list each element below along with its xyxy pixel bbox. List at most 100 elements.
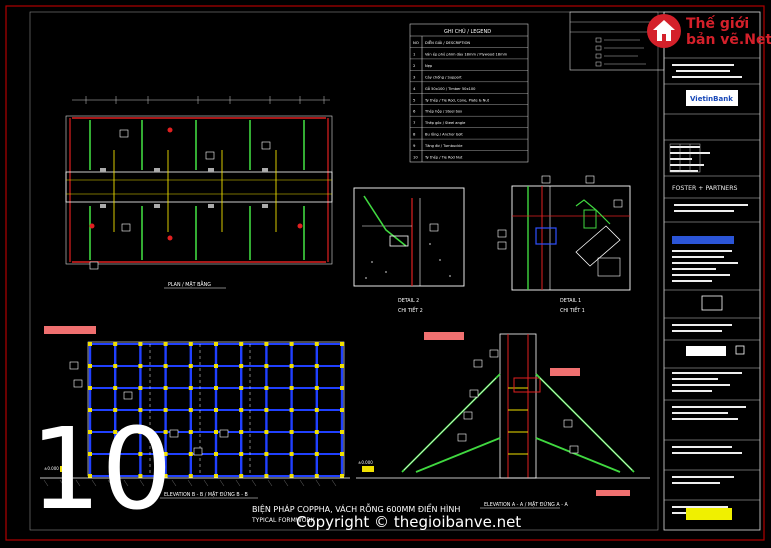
sheet-number: 10	[30, 405, 173, 535]
tie-point	[214, 430, 218, 434]
detail-2-title: DETAIL 2	[398, 298, 419, 304]
legend-row-number: NO	[413, 40, 419, 45]
tie-point	[214, 364, 218, 368]
tie-point	[138, 452, 143, 456]
tie-point	[289, 474, 294, 478]
tie-point	[314, 386, 319, 390]
tie-point	[113, 452, 118, 456]
tie-point	[264, 430, 269, 434]
tie-point	[113, 342, 118, 346]
tie-point	[289, 408, 294, 412]
legend-row-description: Tăng đơ / Turnbuckle	[424, 144, 463, 148]
legend-row-number: 1	[413, 51, 416, 56]
detail-1-title: DETAIL 1	[560, 298, 581, 304]
plan-title: PLAN / MẶT BẰNG	[168, 280, 211, 288]
legend-row-description: Thép góc / Steel angle	[424, 121, 466, 125]
tie-point	[314, 342, 319, 346]
tie-point	[88, 452, 92, 456]
sheet-number-box	[686, 508, 732, 520]
legend-row-description: Ván ép phủ phim dày 18mm / Plywood 18mm	[425, 52, 508, 56]
tie-point	[264, 408, 269, 412]
tie-point	[239, 386, 244, 390]
watermark-line-1: Thế giới	[686, 16, 750, 32]
tie-point	[289, 342, 294, 346]
tie-point	[163, 452, 168, 456]
legend-row-number: 10	[413, 155, 418, 160]
subcontractor-logo	[686, 346, 726, 356]
elevation-b: ±0.000 ELEVATION B - B / MẶT ĐỨNG B - B	[40, 326, 350, 499]
tie-point	[138, 430, 143, 434]
tie-point	[188, 386, 193, 390]
legend-row-description: Thép hộp / Steel box	[424, 110, 463, 114]
tie-point	[113, 364, 118, 368]
tie-point	[214, 386, 218, 390]
legend-row-number: 9	[413, 143, 416, 148]
tie-point	[239, 408, 244, 412]
tie-point	[88, 342, 92, 346]
tie-point	[138, 386, 143, 390]
level-mark-right: ±0.000	[358, 460, 373, 465]
tie-point	[314, 430, 319, 434]
tie-point	[264, 474, 269, 478]
tie-point	[340, 342, 344, 346]
legend-row-description: Ty thép / Tie Rod, Cone, Plate & Nut	[424, 98, 490, 102]
tie-point	[340, 452, 344, 456]
tie-point	[264, 452, 269, 456]
detail-1: DETAIL 1 CHI TIẾT 1	[497, 175, 631, 314]
tie-point	[289, 364, 294, 368]
tie-point	[214, 408, 218, 412]
legend-row-description: Nẹp	[425, 64, 433, 68]
architect-name: FOSTER + PARTNERS	[672, 185, 737, 192]
tie-point	[188, 474, 193, 478]
client-logo-text: VietinBank	[690, 95, 733, 103]
tie-point	[314, 408, 319, 412]
tie-point	[314, 474, 319, 478]
tie-point	[264, 386, 269, 390]
watermark-line-2: bản vẽ.Net	[686, 32, 771, 48]
legend-row-number: 8	[413, 132, 416, 137]
tie-point	[113, 408, 118, 412]
elevation-a: ±0.000 ELEVATION A - A / MẶT ĐỨNG A - A	[356, 332, 650, 509]
sheet-frame	[5, 5, 765, 541]
tie-point	[163, 408, 168, 412]
tie-point	[88, 364, 92, 368]
tie-point	[138, 342, 143, 346]
detail-2: DETAIL 2 CHI TIẾT 2	[353, 187, 465, 314]
legend-row-number: 6	[413, 109, 416, 114]
tie-point	[113, 386, 118, 390]
tie-point	[340, 430, 344, 434]
tie-point	[340, 474, 344, 478]
tie-point	[163, 342, 168, 346]
tie-point	[163, 364, 168, 368]
tie-point	[214, 474, 218, 478]
legend-table: GHI CHÚ / LEGEND NO DIỄN GIẢI / DESCRIPTI…	[409, 23, 529, 163]
tie-point	[289, 452, 294, 456]
tie-point	[163, 474, 168, 478]
tie-point	[88, 474, 92, 478]
tie-point	[188, 342, 193, 346]
tie-point	[113, 474, 118, 478]
elevation-b-title: ELEVATION B - B / MẶT ĐỨNG B - B	[164, 491, 248, 498]
tie-point	[314, 452, 319, 456]
tie-point	[214, 342, 218, 346]
drawing-border	[29, 11, 659, 531]
legend-header: GHI CHÚ / LEGEND	[444, 28, 491, 35]
tie-point	[214, 452, 218, 456]
legend-row-description: DIỄN GIẢI / DESCRIPTION	[425, 40, 470, 45]
tie-point	[340, 364, 344, 368]
drawing-main-subtitle: TYPICAL FORMWORK	[251, 517, 316, 524]
contractor-logo	[672, 236, 734, 244]
tie-point	[264, 342, 269, 346]
tie-point	[88, 430, 92, 434]
tie-point	[239, 474, 244, 478]
plan-view: PLAN / MẶT BẰNG	[65, 96, 333, 289]
level-mark-left: ±0.000	[44, 466, 59, 471]
tie-point	[163, 430, 168, 434]
tie-point	[138, 474, 143, 478]
tie-point	[264, 364, 269, 368]
copyright-text: Copyright © thegioibanve.net	[296, 513, 522, 531]
legend-row-number: 7	[413, 120, 416, 125]
tie-point	[239, 452, 244, 456]
tie-point	[289, 430, 294, 434]
house-icon	[647, 14, 681, 48]
